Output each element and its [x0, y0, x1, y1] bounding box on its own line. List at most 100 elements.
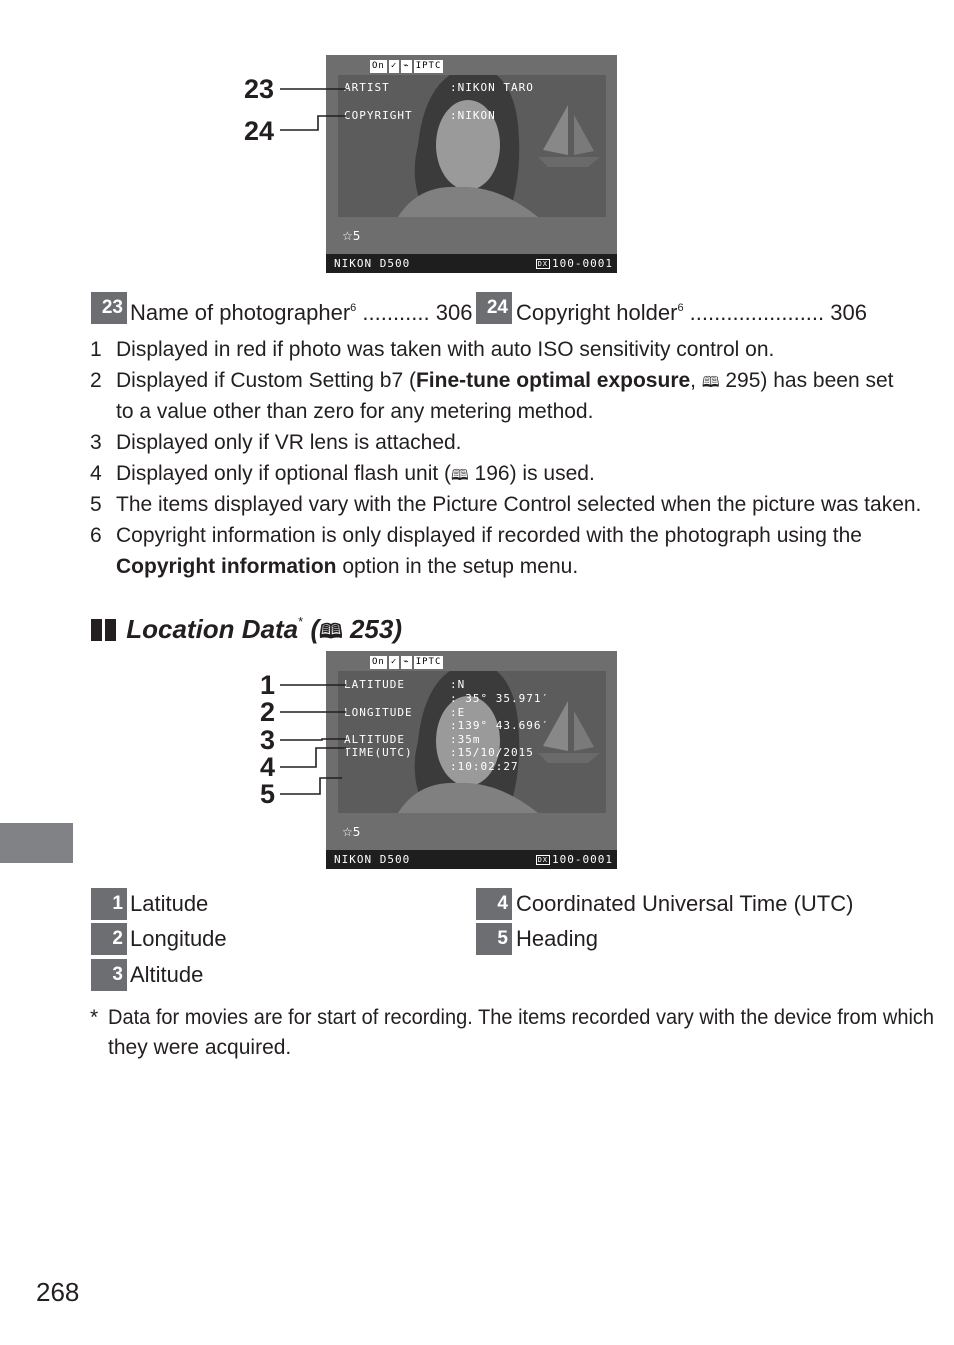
legend-text-4: Coordinated Universal Time (UTC) [516, 891, 854, 916]
callout-4: 4 [260, 752, 276, 782]
note-text-part: Displayed only if optional flash unit ( [116, 462, 452, 485]
latitude-value: :N [450, 678, 466, 691]
send-icon: ⌁ [401, 656, 412, 669]
legend-badge-1: 1 [91, 888, 127, 920]
section-ref: 253) [342, 614, 402, 644]
note-number: 6 [90, 524, 102, 547]
file-number-text: 100-0001 [552, 853, 613, 866]
retouch-icon: ✓ [388, 656, 400, 669]
status-icons: On✓⌁IPTC [370, 58, 445, 73]
legend-page-24: ...................... 306 [683, 300, 867, 325]
legend-note-24: 6 [677, 302, 684, 314]
longitude-coords: :139° 43.696′ [450, 719, 550, 732]
rating: ☆5 [342, 229, 361, 243]
note-text-continued: to a value other than zero for any meter… [116, 400, 594, 423]
photo-preview [338, 65, 606, 217]
note-text-part: Displayed if Custom Setting b7 ( [116, 369, 416, 392]
section-marker-icon [105, 619, 116, 641]
latitude-label: LATITUDE [344, 678, 405, 691]
footnote-mark: * [90, 1006, 99, 1029]
dx-badge: DX [535, 855, 551, 865]
rating: ☆5 [342, 825, 361, 839]
legend-text-24: Copyright holder [516, 300, 678, 325]
callout-2: 2 [260, 697, 276, 727]
legend-item-24: Copyright holder6 ......................… [516, 292, 867, 329]
legend-text-1: Latitude [130, 891, 209, 916]
status-icons: On✓⌁IPTC [370, 654, 445, 669]
photo-preview [338, 661, 606, 813]
iptc-icon: IPTC [413, 60, 444, 73]
note-number: 5 [90, 493, 102, 516]
note-page-ref: 295) has been set [719, 369, 894, 392]
note-text-continued: Copyright information option in the setu… [116, 551, 856, 582]
longitude-value: :E [450, 706, 466, 719]
altitude-label: ALTITUDE [344, 733, 405, 746]
note-text: Displayed only if optional flash unit (🕮… [116, 458, 856, 491]
note-page-ref: 196) is used. [468, 462, 595, 485]
retouch-icon: ✓ [388, 60, 400, 73]
copyright-label: COPYRIGHT [344, 109, 413, 122]
footnote-text: Data for movies are for start of recordi… [108, 1006, 935, 1029]
note-number: 2 [90, 369, 102, 392]
dx-badge: DX [535, 259, 551, 269]
protect-icon: On [370, 656, 387, 669]
camera-model: NIKON D500 [334, 853, 411, 866]
legend-text-3: Altitude [130, 962, 204, 987]
section-title: Location Data [126, 614, 299, 644]
legend-page-23: ........... 306 [356, 300, 473, 325]
footnote-text-continued: they were acquired. [108, 1036, 292, 1059]
legend-item-23: Name of photographer6 ........... 306 [130, 292, 472, 329]
callout-3: 3 [260, 725, 276, 755]
portrait-image [338, 661, 606, 813]
legend-text-2: Longitude [130, 926, 227, 951]
legend-text-23: Name of photographer [130, 300, 351, 325]
playback-screen-copyright: On✓⌁IPTC ARTIST :NIKON TARO COPYRIGHT :N… [326, 55, 617, 273]
note-text: Copyright information is only displayed … [116, 524, 862, 547]
callout-5: 5 [260, 779, 276, 809]
note-text: Displayed if Custom Setting b7 (Fine-tun… [116, 365, 894, 398]
callout-23: 23 [244, 74, 275, 104]
section-ref-open: ( [310, 614, 320, 644]
section-marker-icon [91, 619, 102, 641]
longitude-label: LONGITUDE [344, 706, 413, 719]
camera-model: NIKON D500 [334, 257, 411, 270]
note-text-part: option in the setup menu. [336, 555, 579, 578]
time-label: TIME(UTC) [344, 746, 413, 759]
chapter-tab [0, 823, 73, 863]
altitude-value: :35m [450, 733, 481, 746]
portrait-image [338, 65, 606, 217]
artist-value: :NIKON TARO [450, 81, 534, 94]
date-value: :15/10/2015 [450, 746, 534, 759]
book-icon: 🕮 [451, 466, 469, 484]
legend-note-23: 6 [350, 302, 357, 314]
playback-screen-location: On✓⌁IPTC LATITUDE :N : 35° 35.971′ LONGI… [326, 651, 617, 869]
copyright-value: :NIKON [450, 109, 496, 122]
time-value: :10:02:27 [450, 760, 519, 773]
note-number: 4 [90, 462, 102, 485]
legend-badge-2: 2 [91, 923, 127, 955]
note-menu-item: Fine-tune optimal exposure [415, 369, 691, 392]
book-icon: 🕮 [701, 373, 720, 391]
legend-badge-23: 23 [91, 292, 127, 324]
callout-24: 24 [244, 116, 275, 146]
page-number: 268 [36, 1277, 80, 1307]
leader-lines-2 [280, 684, 346, 795]
legend-badge-3: 3 [91, 959, 127, 991]
book-icon: 🕮 [319, 619, 343, 643]
iptc-icon: IPTC [413, 656, 444, 669]
note-menu-item: Copyright information [116, 555, 337, 578]
artist-label: ARTIST [344, 81, 390, 94]
callout-1: 1 [260, 670, 276, 700]
section-heading: Location Data* (🕮 253) [91, 604, 402, 649]
legend-text-5: Heading [516, 926, 598, 951]
latitude-coords: : 35° 35.971′ [450, 692, 550, 705]
legend-badge-4: 4 [476, 888, 512, 920]
note-number: 1 [90, 338, 102, 361]
leader-lines-1 [280, 88, 346, 131]
note-text-part: , [690, 369, 702, 392]
send-icon: ⌁ [401, 60, 412, 73]
legend-badge-24: 24 [476, 292, 512, 324]
